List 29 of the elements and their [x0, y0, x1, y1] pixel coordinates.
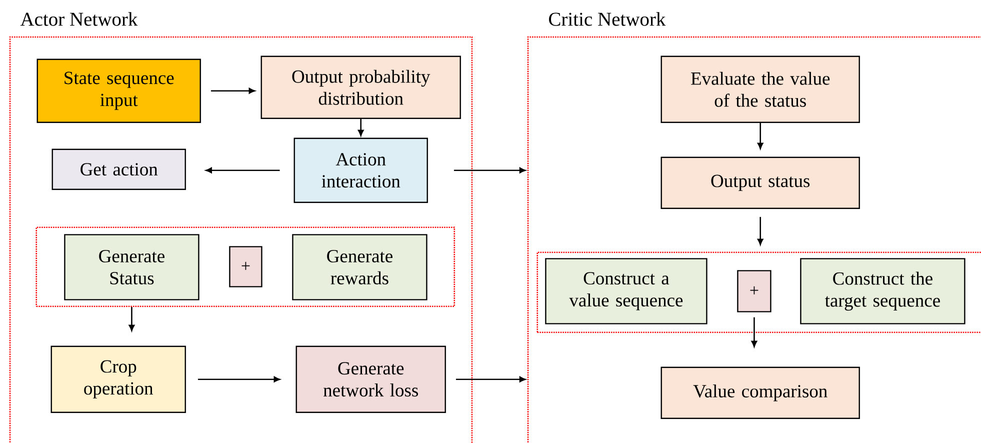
arrow — [757, 122, 764, 150]
process-box: Generate rewards — [292, 234, 428, 300]
network-heading: Critic Network — [549, 12, 666, 26]
group-frame — [36, 226, 455, 307]
arrow — [456, 376, 526, 382]
arrow — [751, 317, 758, 348]
arrow — [757, 216, 764, 246]
process-box: State sequence input — [36, 58, 201, 123]
process-box: Action interaction — [294, 138, 428, 203]
process-box: Construct a value sequence — [545, 258, 708, 324]
plus-box: + — [737, 270, 772, 312]
arrow — [128, 307, 135, 332]
process-box: Construct the target sequence — [800, 258, 966, 324]
arrow — [210, 88, 256, 94]
network-heading: Actor Network — [20, 12, 138, 26]
arrow — [454, 167, 526, 174]
plus-box: + — [229, 246, 262, 288]
process-box: Crop operation — [50, 346, 186, 413]
arrow — [358, 118, 364, 136]
process-box: Generate network loss — [296, 346, 446, 413]
process-box: Get action — [52, 148, 186, 190]
group-frame — [536, 252, 981, 333]
arrow — [198, 376, 280, 382]
process-box: Evaluate the value of the status — [660, 56, 860, 123]
process-box: Generate Status — [64, 234, 200, 300]
arrow — [206, 167, 280, 174]
process-box: Output status — [660, 156, 860, 209]
process-box: Value comparison — [660, 366, 860, 419]
process-box: Output probability distribution — [260, 56, 461, 119]
